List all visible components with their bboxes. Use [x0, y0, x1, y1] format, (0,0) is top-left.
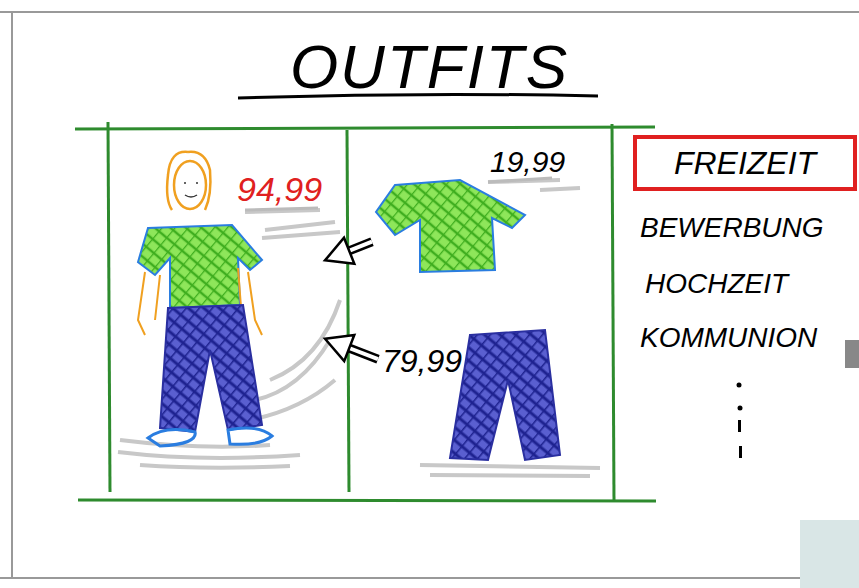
node-text: FREIZEIT	[637, 147, 853, 179]
hollow-arrow	[325, 335, 378, 361]
shadow-scribble	[118, 180, 600, 476]
outfit-frame	[75, 122, 656, 501]
continuation-dots	[737, 383, 743, 459]
arrow-head	[325, 335, 354, 361]
arrow-shaft	[346, 347, 378, 359]
page-border	[0, 577, 859, 579]
arrow-shaft	[346, 347, 378, 359]
arrow-shaft	[346, 242, 372, 252]
node-text: 79,99	[382, 345, 462, 377]
price-underline	[488, 178, 552, 182]
category-label: BEWERBUNG	[640, 214, 824, 242]
page-border	[11, 12, 13, 578]
outfit-panel: 94,99	[125, 150, 325, 450]
photo-fragment	[800, 520, 859, 588]
hollow-arrow	[325, 238, 372, 264]
arrow-shaft	[346, 242, 372, 252]
shirt-sketch	[376, 180, 525, 272]
title-text: OUTFITS	[0, 36, 859, 98]
category-box: FREIZEIT	[633, 135, 857, 191]
node-text: 94,99	[237, 172, 322, 206]
category-label: KOMMUNION	[640, 324, 817, 352]
item-pants: 79,99	[378, 325, 563, 465]
photo-fragment	[845, 340, 859, 368]
pants-sketch	[450, 330, 560, 460]
price-underline	[245, 208, 318, 210]
category-label: HOCHZEIT	[645, 270, 788, 298]
node-text: 19,99	[490, 147, 565, 177]
item-shirt: 19,99	[372, 145, 532, 275]
page-border	[0, 11, 859, 13]
arrow-head	[325, 238, 354, 264]
